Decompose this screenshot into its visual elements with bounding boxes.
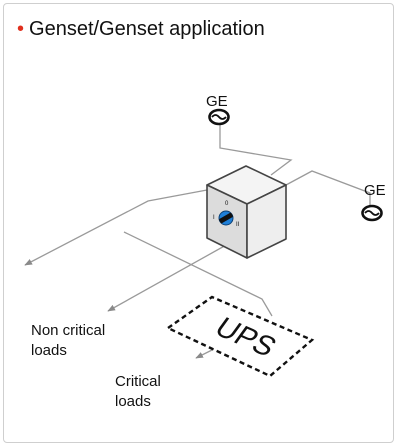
ups-box: UPS [165, 295, 315, 378]
generator-label-2: GE [364, 182, 386, 199]
wire-critical-out [195, 348, 215, 359]
box-side [246, 184, 287, 259]
critical-label-line2: loads [115, 393, 151, 410]
generator-icon-2 [361, 204, 383, 222]
wire-critical-feed [123, 231, 273, 317]
critical-label-line1: Critical [115, 373, 161, 390]
non-critical-label-line1: Non critical [31, 322, 105, 339]
switch-position-0: 0 [225, 201, 229, 207]
non-critical-label-line2: loads [31, 342, 67, 359]
wire-ge1 [219, 124, 293, 176]
rotary-knob-icon [218, 210, 234, 226]
wire-ge2 [285, 170, 371, 206]
title-text: Genset/Genset application [29, 18, 265, 40]
wire-box-down [107, 243, 229, 312]
switch-position-1: I [213, 215, 215, 221]
wire-non-critical-feed [24, 189, 208, 266]
generator-label-1: GE [206, 93, 228, 110]
transfer-switch-box [206, 165, 287, 259]
switch-position-2: II [236, 222, 240, 228]
title-bullet: • [17, 18, 25, 40]
generator-icon-1 [208, 108, 230, 126]
diagram-frame [3, 3, 394, 443]
wires [24, 124, 371, 359]
page-title: •Genset/Genset application [17, 18, 265, 41]
